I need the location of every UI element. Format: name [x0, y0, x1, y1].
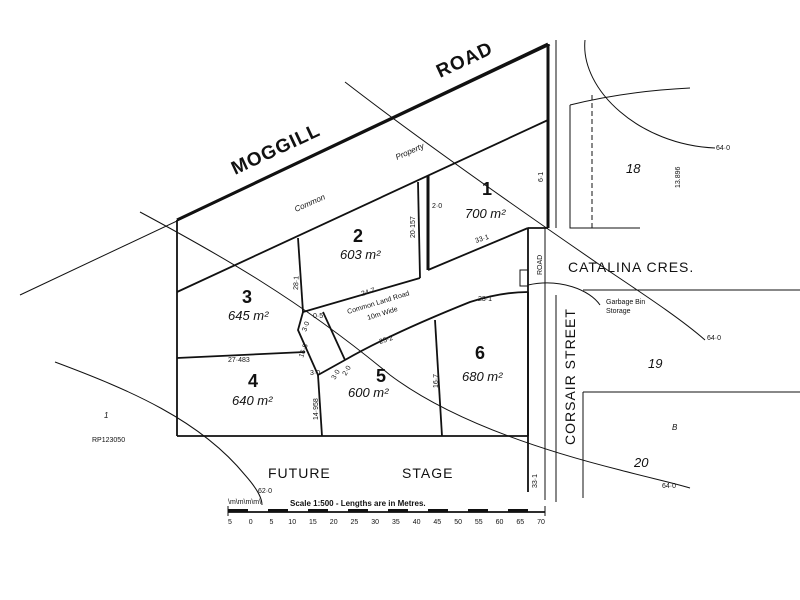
common-label: Common — [293, 192, 327, 214]
scale-tick-label: 30 — [371, 519, 379, 526]
dimension-label: 20·157 — [410, 216, 417, 238]
dimension-label: 3·0 — [301, 321, 311, 333]
neighbour-lot-20: 20 — [633, 455, 649, 470]
dimension-label: 33·1 — [474, 234, 490, 245]
dimension-label: 3·0 — [331, 369, 342, 381]
scale-tick-label: 35 — [392, 519, 400, 526]
lot-2-number: 2 — [353, 226, 363, 246]
lot-6-number: 6 — [475, 343, 485, 363]
dimension-label: 23·1 — [478, 296, 492, 303]
lot-6-area: 680 m² — [462, 369, 503, 384]
lot-1-area: 700 m² — [465, 206, 506, 221]
scale-tick-label: 0 — [249, 519, 253, 526]
storage-label: Storage — [606, 308, 631, 315]
neighbour-lot-left-plan: RP123050 — [92, 437, 125, 444]
dimension-label: 14·958 — [313, 398, 320, 420]
lot-5-area: 600 m² — [348, 385, 389, 400]
neighbour-lot-18: 18 — [626, 161, 641, 176]
scale-tick-label: 55 — [475, 519, 483, 526]
dimension-label: 0·5 — [313, 313, 323, 320]
lot-3-area: 645 m² — [228, 308, 269, 323]
stage-label: STAGE — [402, 465, 453, 481]
dimension-label: 2·0 — [432, 203, 442, 210]
contour-label-4: 62·0 — [258, 488, 272, 495]
neighbour-lot-b: B — [672, 423, 678, 432]
scale-bar — [227, 506, 546, 516]
dimension-label: 33·1 — [532, 474, 539, 488]
dimension-label: 27·483 — [228, 357, 250, 364]
scale-bar-note: \m\m\m\m\ — [228, 499, 261, 506]
scale-text: Scale 1:500 - Lengths are in Metres. — [290, 499, 426, 508]
scale-tick-label: 70 — [537, 519, 545, 526]
dimension-label: 3·0 — [310, 370, 320, 377]
lot-4-number: 4 — [248, 371, 258, 391]
lot-boundaries — [176, 42, 550, 437]
scale-tick-label: 20 — [330, 519, 338, 526]
lot-3-number: 3 — [242, 287, 252, 307]
contour-label-1: 64·0 — [716, 145, 730, 152]
road-label-small: ROAD — [537, 255, 544, 275]
context-lines — [19, 39, 800, 506]
road-name-moggill: MOGGILL — [228, 120, 324, 179]
lot-1-number: 1 — [482, 179, 492, 199]
scale-tick-label: 65 — [516, 519, 524, 526]
scale-tick-label: 5 — [270, 519, 274, 526]
scale-tick-label: 50 — [454, 519, 462, 526]
neighbour-lot-19: 19 — [648, 356, 662, 371]
scale-tick-label: 25 — [351, 519, 359, 526]
scale-tick-label: 10 — [288, 519, 296, 526]
scale-tick-label: 40 — [413, 519, 421, 526]
contour-label-2: 64·0 — [707, 335, 721, 342]
dimension-label: 25·2 — [378, 335, 394, 346]
road-name-corsair: CORSAIR STREET — [562, 308, 578, 445]
lot-2-area: 603 m² — [340, 247, 381, 262]
scale-tick-label: 60 — [496, 519, 504, 526]
neighbour-lot-18-plan: 13.896 — [675, 166, 682, 188]
road-name-catalina: CATALINA CRES. — [568, 259, 694, 275]
scale-tick-label: 45 — [433, 519, 441, 526]
lot-4-area: 640 m² — [232, 393, 273, 408]
dimension-label: 2·0 — [342, 365, 353, 377]
contour-label-3: 64·0 — [662, 483, 676, 490]
road-name-road: ROAD — [433, 38, 496, 82]
garbage-label: Garbage Bin — [606, 299, 645, 306]
neighbour-lot-left: 1 — [104, 411, 108, 420]
scale-tick-label: 15 — [309, 519, 317, 526]
lot-5-number: 5 — [376, 366, 386, 386]
dimension-label: 16·8 — [298, 343, 309, 359]
future-label: FUTURE — [268, 465, 331, 481]
property-label: Property — [394, 141, 426, 162]
dimension-label: 6·1 — [538, 172, 545, 182]
scale-tick-label: 5 — [228, 519, 232, 526]
dimension-label: 16·7 — [433, 374, 440, 388]
dimension-label: 28·1 — [293, 276, 300, 290]
dimension-label: 24·7 — [361, 287, 377, 298]
